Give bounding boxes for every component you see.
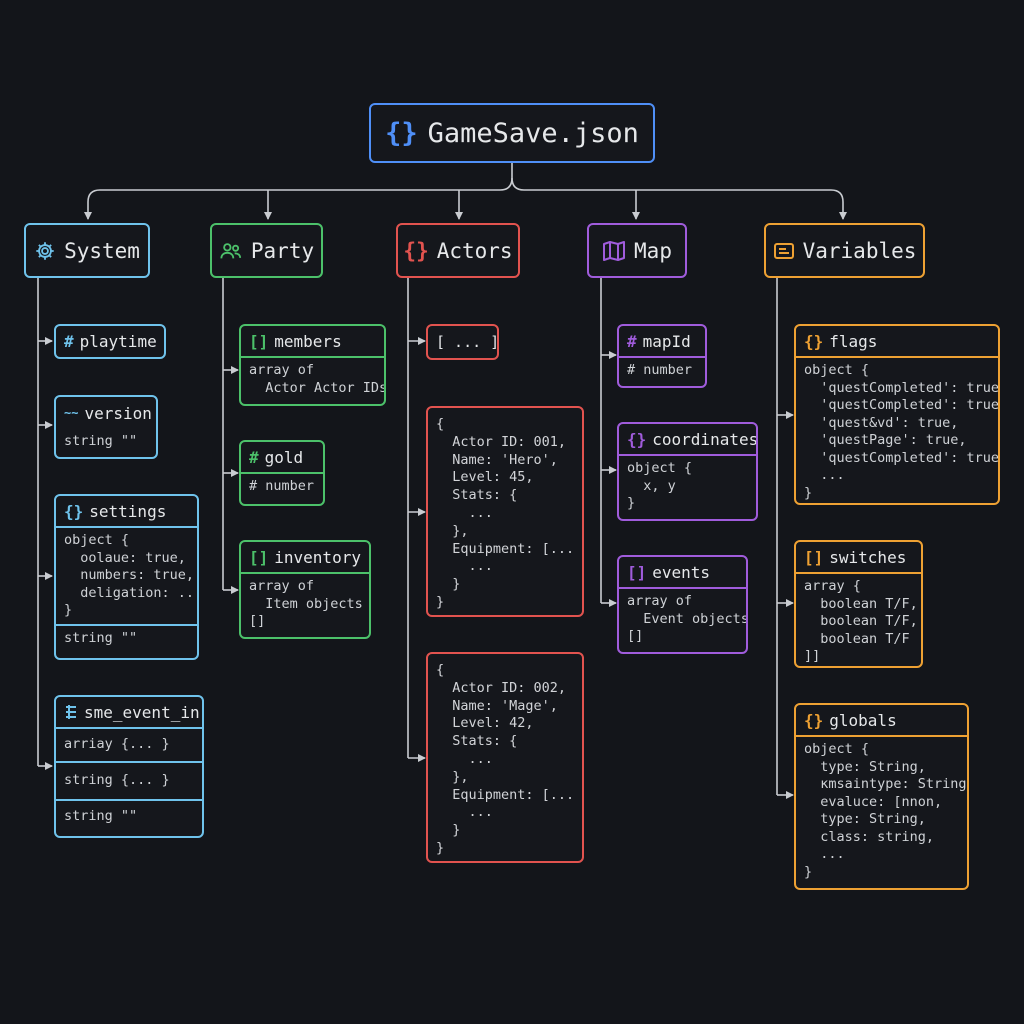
node-label: switches [829,547,907,567]
node-label: playtime [79,332,157,351]
tilde-icon: ~~ [64,406,79,420]
node-flags[interactable]: {} flags object { 'questCompleted': true… [794,324,1000,505]
node-playtime[interactable]: # playtime [54,324,166,359]
node-label: sme_event_in [84,702,200,722]
node-mapid[interactable]: # mapId # number [617,324,707,388]
hash-icon: # [249,447,259,467]
node-row: string {... } [56,761,202,799]
category-map[interactable]: Map [587,223,687,278]
node-label: flags [829,331,878,351]
node-body: array { boolean T/F, boolean T/F, boolea… [804,578,918,664]
hash-icon: # [64,332,74,351]
node-body: array of Event objects [] [627,593,746,644]
brackets-icon: [] [627,562,647,582]
braces-icon: {} [804,710,824,730]
node-label: version [84,403,152,423]
category-variables[interactable]: Variables [764,223,925,278]
brackets-icon: [] [249,547,269,567]
node-switches[interactable]: [] switches array { boolean T/F, boolean… [794,540,923,668]
node-type: string "" [64,433,138,449]
users-icon [219,240,243,262]
category-label: System [64,238,140,263]
node-label: globals [829,710,897,730]
node-body: array of Item objects [] [249,578,363,629]
node-actor-002[interactable]: { Actor ID: 002, Name: 'Mage', Level: 42… [426,652,584,863]
node-sme-event-in[interactable]: sme_event_in arriay {... } string {... }… [54,695,204,838]
node-body: # number [627,362,693,378]
braces-icon: {} [804,331,824,351]
node-body: object { oolaue: true, numbers: true, de… [64,532,197,618]
brackets-icon: [] [804,547,824,567]
category-label: Map [634,238,672,263]
code-window-icon [773,241,795,261]
node-settings[interactable]: {} settings object { oolaue: true, numbe… [54,494,199,660]
braces-icon: {} [627,429,647,449]
node-events[interactable]: [] events array of Event objects [] [617,555,748,654]
node-label: [ ... ] [436,333,497,351]
node-label: settings [89,501,167,521]
category-label: Variables [802,238,917,263]
brackets-icon: [] [249,331,269,351]
root-node-gamesave[interactable]: {} GameSave.json [369,103,655,163]
category-label: Party [250,238,315,263]
node-actors-collapsed[interactable]: [ ... ] [426,324,499,360]
node-label: inventory [274,547,361,567]
node-version[interactable]: ~~ version string "" [54,395,158,459]
node-body: { Actor ID: 001, Name: 'Hero', Level: 45… [436,416,575,610]
category-actors[interactable]: {} Actors [396,223,520,278]
node-body: object { type: String, κmsaintype: Strin… [804,741,967,880]
node-body: # number [249,478,315,494]
node-body: object { x, y } [627,460,693,511]
list-icon [64,704,78,720]
category-label: Actors [436,238,513,263]
root-title: GameSave.json [427,117,639,149]
node-body: object { 'questCompleted': true, 'questC… [804,362,998,501]
hash-icon: # [627,331,637,351]
node-members[interactable]: [] members array of Actor Actor IDs [239,324,386,406]
node-type: string "" [56,624,197,652]
node-body: array of Actor Actor IDs [249,362,384,396]
node-label: mapId [642,331,691,351]
gear-icon [34,240,56,262]
node-row: arriay {... } [64,736,170,752]
category-party[interactable]: Party [210,223,323,278]
braces-icon: {} [385,117,418,149]
node-row: string "" [56,799,202,831]
node-body: { Actor ID: 002, Name: 'Mage', Level: 42… [436,662,575,856]
node-actor-001[interactable]: { Actor ID: 001, Name: 'Hero', Level: 45… [426,406,584,617]
node-coordinates[interactable]: {} coordinates object { x, y } [617,422,758,521]
node-label: gold [264,447,304,467]
node-label: coordinates [652,429,756,449]
node-inventory[interactable]: [] inventory array of Item objects [] [239,540,371,639]
braces-icon: {} [64,501,84,521]
node-globals[interactable]: {} globals object { type: String, κmsain… [794,703,969,890]
node-gold[interactable]: # gold # number [239,440,325,506]
map-icon [602,240,626,262]
node-label: events [652,562,711,582]
braces-icon: {} [403,238,429,263]
category-system[interactable]: System [24,223,150,278]
node-label: members [274,331,342,351]
